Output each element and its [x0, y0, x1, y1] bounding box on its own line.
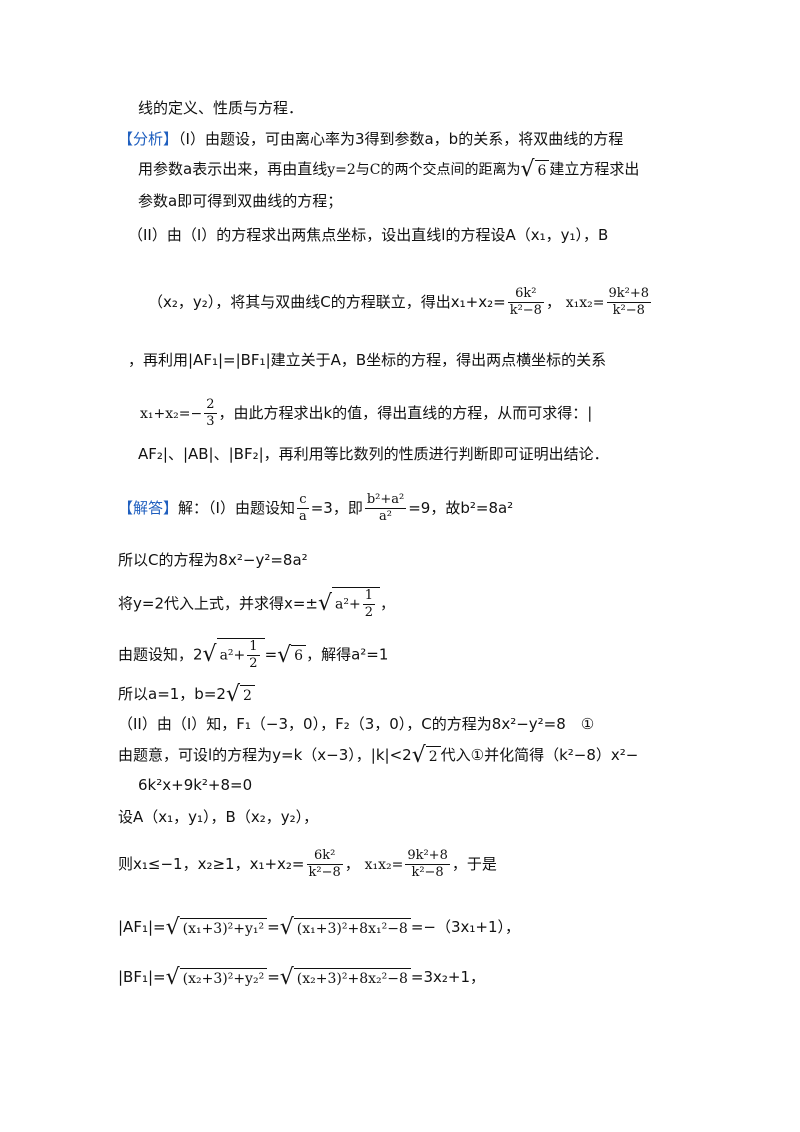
solution-line-8: 6k²x+9k²+8=0: [138, 776, 253, 794]
solution-tag: 【解答】: [118, 499, 179, 517]
analysis-line-6: ，再利用|AF₁|=|BF₁|建立关于A，B坐标的方程，得出两点横坐标的关系: [128, 351, 607, 369]
sqrt-2-b: √2: [412, 744, 441, 767]
sqrt-6: √6: [520, 158, 550, 181]
analysis-line-8: AF₂|、|AB|、|BF₂|，再利用等比数列的性质进行判断即可证明出结论．: [138, 445, 609, 463]
analysis-line-3: 参数a即可得到双曲线的方程；: [138, 192, 343, 210]
analysis-line-1: 【分析】（I）由题设，可由离心率为3得到参数a，b的关系，将双曲线的方程: [118, 130, 624, 148]
solution-line-6: （II）由（I）知，F₁（−3，0），F₂（3，0），C的方程为8x²−y²=8…: [118, 715, 595, 733]
solution-line-5: 所以a=1，b=2√2: [118, 683, 255, 706]
solution-line-11: |AF₁|=√(x₁+3)²+y₁²=√(x₁+3)²+8x₁²−8=−（3x₁…: [118, 915, 521, 940]
analysis-tag: 【分析】: [118, 130, 179, 148]
analysis-line-4: （II）由（I）的方程求出两焦点坐标，设出直线l的方程设A（x₁，y₁），B: [128, 226, 609, 244]
solution-line-9: 设A（x₁，y₁），B（x₂，y₂），: [118, 808, 319, 826]
sqrt-af1-b: √(x₁+3)²+8x₁²−8: [280, 916, 411, 939]
sqrt-6-b: √6: [277, 644, 307, 667]
sqrt-bf1-a: √(x₂+3)²+y₂²: [166, 966, 268, 989]
solution-line-12: |BF₁|=√(x₂+3)²+y₂²=√(x₂+3)²+8x₂²−8=3x₂+1…: [118, 965, 485, 990]
solution-line-2: 所以C的方程为8x²−y²=8a²: [118, 551, 308, 569]
sqrt-af1-a: √(x₁+3)²+y₁²: [166, 916, 268, 939]
sqrt-2: √2: [226, 683, 255, 706]
sqrt-bf1-b: √(x₂+3)²+8x₂²−8: [280, 966, 411, 989]
text-line-1: 线的定义、性质与方程．: [138, 99, 304, 117]
